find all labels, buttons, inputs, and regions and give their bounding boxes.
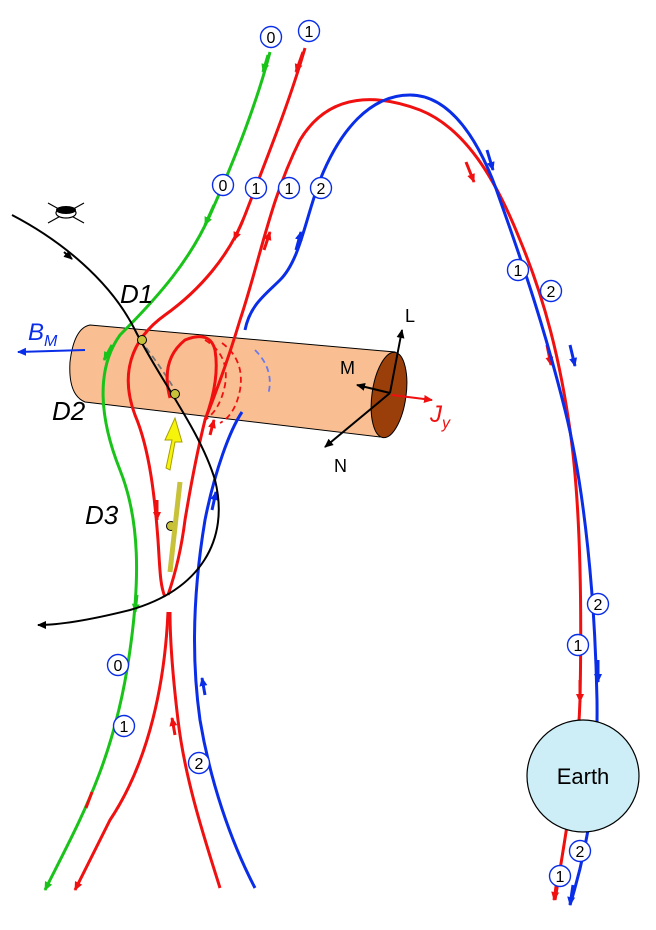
spacecraft-trajectory <box>11 214 220 629</box>
label-D2: D2 <box>52 396 86 426</box>
earth: Earth <box>526 719 640 833</box>
svg-text:2: 2 <box>317 181 326 198</box>
marker-1: 1 <box>566 633 590 657</box>
field-line-2 <box>193 93 602 906</box>
lmn-axes <box>324 329 405 448</box>
svg-text:Earth: Earth <box>557 764 610 789</box>
svg-text:1: 1 <box>252 181 261 198</box>
svg-text:1: 1 <box>285 181 294 198</box>
svg-text:1: 1 <box>120 719 129 736</box>
marker-0: 0 <box>211 173 235 197</box>
label-BM: BM <box>28 319 58 350</box>
svg-text:2: 2 <box>195 756 204 773</box>
marker-0: 0 <box>106 653 130 677</box>
position-D1 <box>137 335 147 345</box>
svg-text:2: 2 <box>576 844 585 861</box>
svg-text:0: 0 <box>114 658 123 675</box>
label-D1: D1 <box>120 279 153 309</box>
svg-text:1: 1 <box>574 638 583 655</box>
svg-text:1: 1 <box>556 869 565 886</box>
field-line-1 <box>73 47 584 901</box>
svg-text:2: 2 <box>547 284 556 301</box>
label-D3: D3 <box>85 500 119 530</box>
marker-1: 1 <box>548 864 572 888</box>
svg-text:0: 0 <box>219 178 228 195</box>
line-markers-1: 1 1 1 1 1 1 1 <box>112 19 590 888</box>
axis-label-M: M <box>340 358 355 378</box>
marker-2: 2 <box>187 751 211 775</box>
bm-arrow <box>17 347 86 356</box>
svg-text:0: 0 <box>267 30 276 47</box>
marker-2: 2 <box>539 279 563 303</box>
marker-2: 2 <box>586 592 610 616</box>
svg-text:2: 2 <box>594 597 603 614</box>
marker-1: 1 <box>112 714 136 738</box>
marker-2: 2 <box>568 839 592 863</box>
spacecraft-icon <box>47 202 85 224</box>
position-D2 <box>170 389 180 399</box>
field-line-0 <box>43 51 272 891</box>
svg-text:1: 1 <box>305 24 314 41</box>
marker-1: 1 <box>244 176 268 200</box>
marker-0: 0 <box>259 25 283 49</box>
flux-rope <box>69 324 408 439</box>
axis-label-L: L <box>405 306 415 326</box>
jy-arrow <box>391 394 433 403</box>
marker-1: 1 <box>506 258 530 282</box>
axis-label-N: N <box>334 456 347 476</box>
line-markers-0: 0 0 0 <box>106 25 283 677</box>
marker-2: 2 <box>309 176 333 200</box>
jet-arrow <box>164 416 183 573</box>
label-Jy: Jy <box>429 401 451 432</box>
svg-text:1: 1 <box>514 263 523 280</box>
marker-1: 1 <box>277 176 301 200</box>
line-markers-2: 2 2 2 2 2 <box>187 176 610 863</box>
marker-1: 1 <box>297 19 321 43</box>
